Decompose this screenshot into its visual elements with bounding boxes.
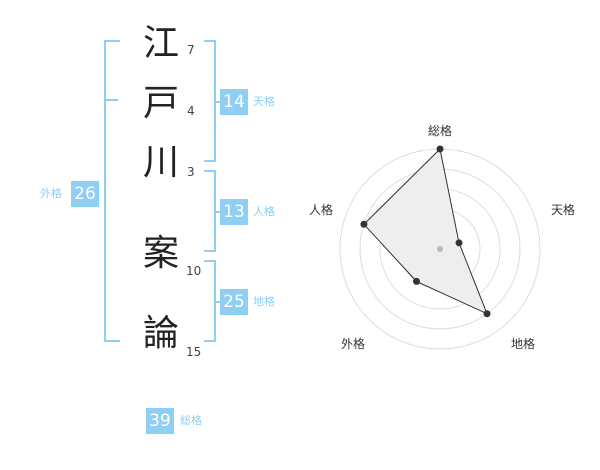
name-char-1: 江 bbox=[142, 23, 179, 64]
radar-points bbox=[360, 145, 491, 318]
chikaku-bracket-tick bbox=[214, 301, 220, 303]
tenkaku-value: 14 bbox=[220, 89, 248, 115]
radar-point-3 bbox=[412, 277, 420, 285]
chikaku-label: 地格 bbox=[253, 295, 275, 308]
jinkaku-label: 人格 bbox=[253, 205, 275, 218]
radar-axis-label-chikaku: 地格 bbox=[511, 337, 536, 351]
gaikaku-label: 外格 bbox=[40, 187, 62, 200]
stroke-count-2: 4 bbox=[187, 104, 195, 118]
stroke-count-1: 7 bbox=[187, 43, 195, 57]
chikaku-value: 25 bbox=[220, 289, 248, 315]
radar-axis-label-tenkaku: 天格 bbox=[551, 203, 576, 217]
radar-axis-label-gaikaku: 外格 bbox=[341, 337, 366, 351]
radar-point-4 bbox=[360, 220, 368, 228]
jinkaku-bracket-tick bbox=[214, 211, 220, 213]
jinkaku-value: 13 bbox=[220, 199, 248, 225]
radar-point-2 bbox=[483, 310, 491, 318]
radar-shape bbox=[363, 147, 488, 315]
radar-axis-label-soukaku: 総格 bbox=[428, 124, 453, 138]
stroke-count-5: 15 bbox=[186, 345, 202, 359]
name-char-3: 川 bbox=[142, 142, 179, 183]
radar-point-1 bbox=[455, 239, 463, 247]
stroke-count-3: 3 bbox=[187, 165, 195, 179]
gaikaku-bracket bbox=[104, 40, 120, 342]
tenkaku-label: 天格 bbox=[253, 95, 275, 108]
radar-axis-label-jinkaku: 人格 bbox=[309, 203, 334, 217]
radar-point-0 bbox=[436, 145, 444, 153]
stroke-count-4: 10 bbox=[186, 264, 202, 278]
name-char-5: 論 bbox=[142, 313, 179, 354]
gaikaku-value: 26 bbox=[71, 181, 99, 207]
soukaku-label: 総格 bbox=[180, 414, 202, 427]
name-char-4: 案 bbox=[142, 233, 179, 274]
name-char-2: 戸 bbox=[142, 83, 179, 124]
tenkaku-bracket-tick bbox=[214, 101, 220, 103]
gaikaku-bracket-tick-1 bbox=[104, 99, 118, 101]
radar-center-dot bbox=[437, 246, 443, 252]
soukaku-value: 39 bbox=[146, 408, 174, 434]
